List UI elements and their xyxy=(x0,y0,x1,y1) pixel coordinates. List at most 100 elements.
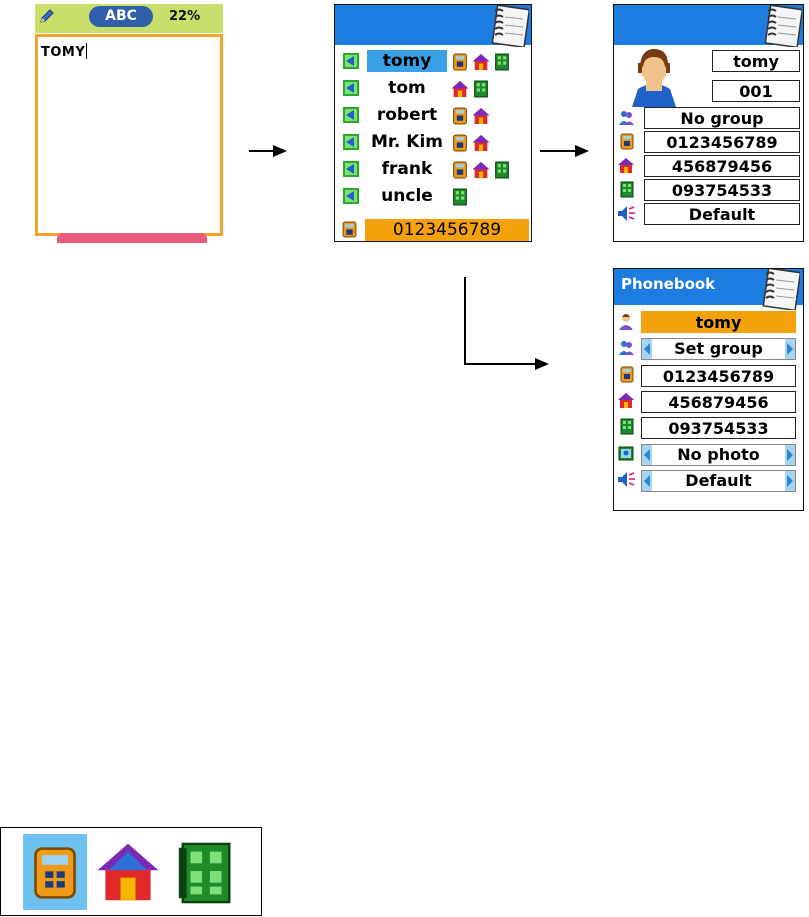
contact-card-icon xyxy=(343,80,359,96)
text-entry-screen: ABC 22% TOMY xyxy=(35,4,223,237)
contact-card-icon xyxy=(343,107,359,123)
group-selector[interactable]: Set group xyxy=(641,338,796,360)
ringtone-selector[interactable]: Default xyxy=(641,470,796,492)
input-mode-badge[interactable]: ABC xyxy=(89,6,153,27)
edit-office-field[interactable]: 093754533 xyxy=(641,417,796,439)
chevron-left-icon[interactable] xyxy=(642,445,652,465)
mobile-icon xyxy=(619,133,635,150)
group-icon xyxy=(618,109,634,126)
flow-arrow-3-head xyxy=(535,358,549,370)
list-item[interactable]: tom xyxy=(335,76,531,101)
list-item[interactable]: uncle xyxy=(335,184,531,209)
contact-name: frank xyxy=(367,158,447,180)
contact-card-icon xyxy=(343,53,359,69)
number-type-icons xyxy=(451,161,514,180)
group-icon xyxy=(618,339,634,356)
contact-name-field: tomy xyxy=(712,50,800,72)
mobile-icon xyxy=(451,53,469,71)
office-number-field: 093754533 xyxy=(644,179,800,201)
screen-header: Phonebook xyxy=(614,269,803,305)
phonebook-edit-screen: Phonebook tomy Set group 0123456789 4568… xyxy=(613,268,804,511)
mobile-icon xyxy=(619,366,635,383)
home-icon xyxy=(451,80,469,98)
office-icon xyxy=(493,161,511,179)
number-type-icons xyxy=(451,107,493,126)
ringtone-selector-value: Default xyxy=(685,471,751,490)
contact-name: tom xyxy=(367,77,447,99)
pencil-icon xyxy=(39,8,55,24)
text-input-area[interactable]: TOMY xyxy=(35,34,223,236)
notebook-icon xyxy=(762,4,802,47)
home-icon xyxy=(97,840,159,904)
mobile-icon xyxy=(451,161,469,179)
edit-mobile-field[interactable]: 0123456789 xyxy=(641,365,796,387)
notebook-icon xyxy=(489,4,529,47)
mobile-icon xyxy=(451,107,469,125)
contact-card-icon xyxy=(343,134,359,150)
flow-arrow-2 xyxy=(540,150,576,152)
office-icon xyxy=(493,53,511,71)
memory-percent: 22% xyxy=(169,9,200,24)
office-icon xyxy=(451,188,469,206)
contact-name: tomy xyxy=(367,50,447,72)
contact-card-icon xyxy=(343,161,359,177)
softkey-bar[interactable] xyxy=(57,233,207,243)
office-icon xyxy=(472,80,490,98)
office-icon xyxy=(619,181,635,198)
edit-name-field[interactable]: tomy xyxy=(641,311,796,333)
contact-detail-screen: tomy 001 No group 0123456789 456879456 0… xyxy=(613,4,804,242)
home-icon xyxy=(618,157,634,174)
notebook-icon xyxy=(760,268,800,310)
contact-card-icon xyxy=(343,188,359,204)
status-bar: ABC 22% xyxy=(35,4,223,33)
number-type-icons xyxy=(451,134,493,153)
contact-index-field: 001 xyxy=(712,80,800,102)
chevron-left-icon[interactable] xyxy=(642,471,652,491)
list-item[interactable]: tomy xyxy=(335,49,531,74)
selected-number: 0123456789 xyxy=(365,219,529,241)
list-item[interactable]: robert xyxy=(335,103,531,128)
edit-home-field[interactable]: 456879456 xyxy=(641,391,796,413)
speaker-icon xyxy=(616,471,636,488)
person-avatar-icon xyxy=(624,49,684,107)
list-item[interactable]: Mr. Kim xyxy=(335,130,531,155)
screen-title: Phonebook xyxy=(621,275,715,293)
flow-arrow-1 xyxy=(249,150,275,152)
chevron-right-icon[interactable] xyxy=(785,339,795,359)
number-footer: 0123456789 xyxy=(335,218,531,242)
contact-name: robert xyxy=(367,104,447,126)
group-field: No group xyxy=(644,107,800,129)
mobile-number-field: 0123456789 xyxy=(644,131,800,153)
icon-legend xyxy=(0,827,262,916)
number-type-icons xyxy=(451,80,493,99)
ringtone-field: Default xyxy=(644,203,800,225)
photo-selector[interactable]: No photo xyxy=(641,444,796,466)
home-icon xyxy=(472,161,490,179)
person-icon xyxy=(618,313,634,330)
photo-icon xyxy=(618,445,634,462)
list-item[interactable]: frank xyxy=(335,157,531,182)
chevron-right-icon[interactable] xyxy=(785,471,795,491)
flow-arrow-2-head xyxy=(575,145,589,157)
contact-name: uncle xyxy=(367,185,447,207)
group-selector-value: Set group xyxy=(674,339,763,358)
screen-header xyxy=(614,5,803,45)
mobile-icon xyxy=(341,221,358,238)
home-number-field: 456879456 xyxy=(644,155,800,177)
legend-mobile-highlight xyxy=(23,834,87,910)
screen-header xyxy=(335,5,531,45)
chevron-left-icon[interactable] xyxy=(642,339,652,359)
flow-arrow-3-vertical xyxy=(464,277,466,364)
chevron-right-icon[interactable] xyxy=(785,445,795,465)
number-type-icons xyxy=(451,53,514,72)
office-icon xyxy=(619,418,635,435)
speaker-icon xyxy=(616,205,636,222)
office-icon xyxy=(173,840,239,906)
home-icon xyxy=(618,392,634,409)
home-icon xyxy=(472,134,490,152)
input-text: TOMY xyxy=(41,45,85,60)
home-icon xyxy=(472,53,490,71)
flow-arrow-1-head xyxy=(273,145,287,157)
number-type-icons xyxy=(451,188,472,207)
